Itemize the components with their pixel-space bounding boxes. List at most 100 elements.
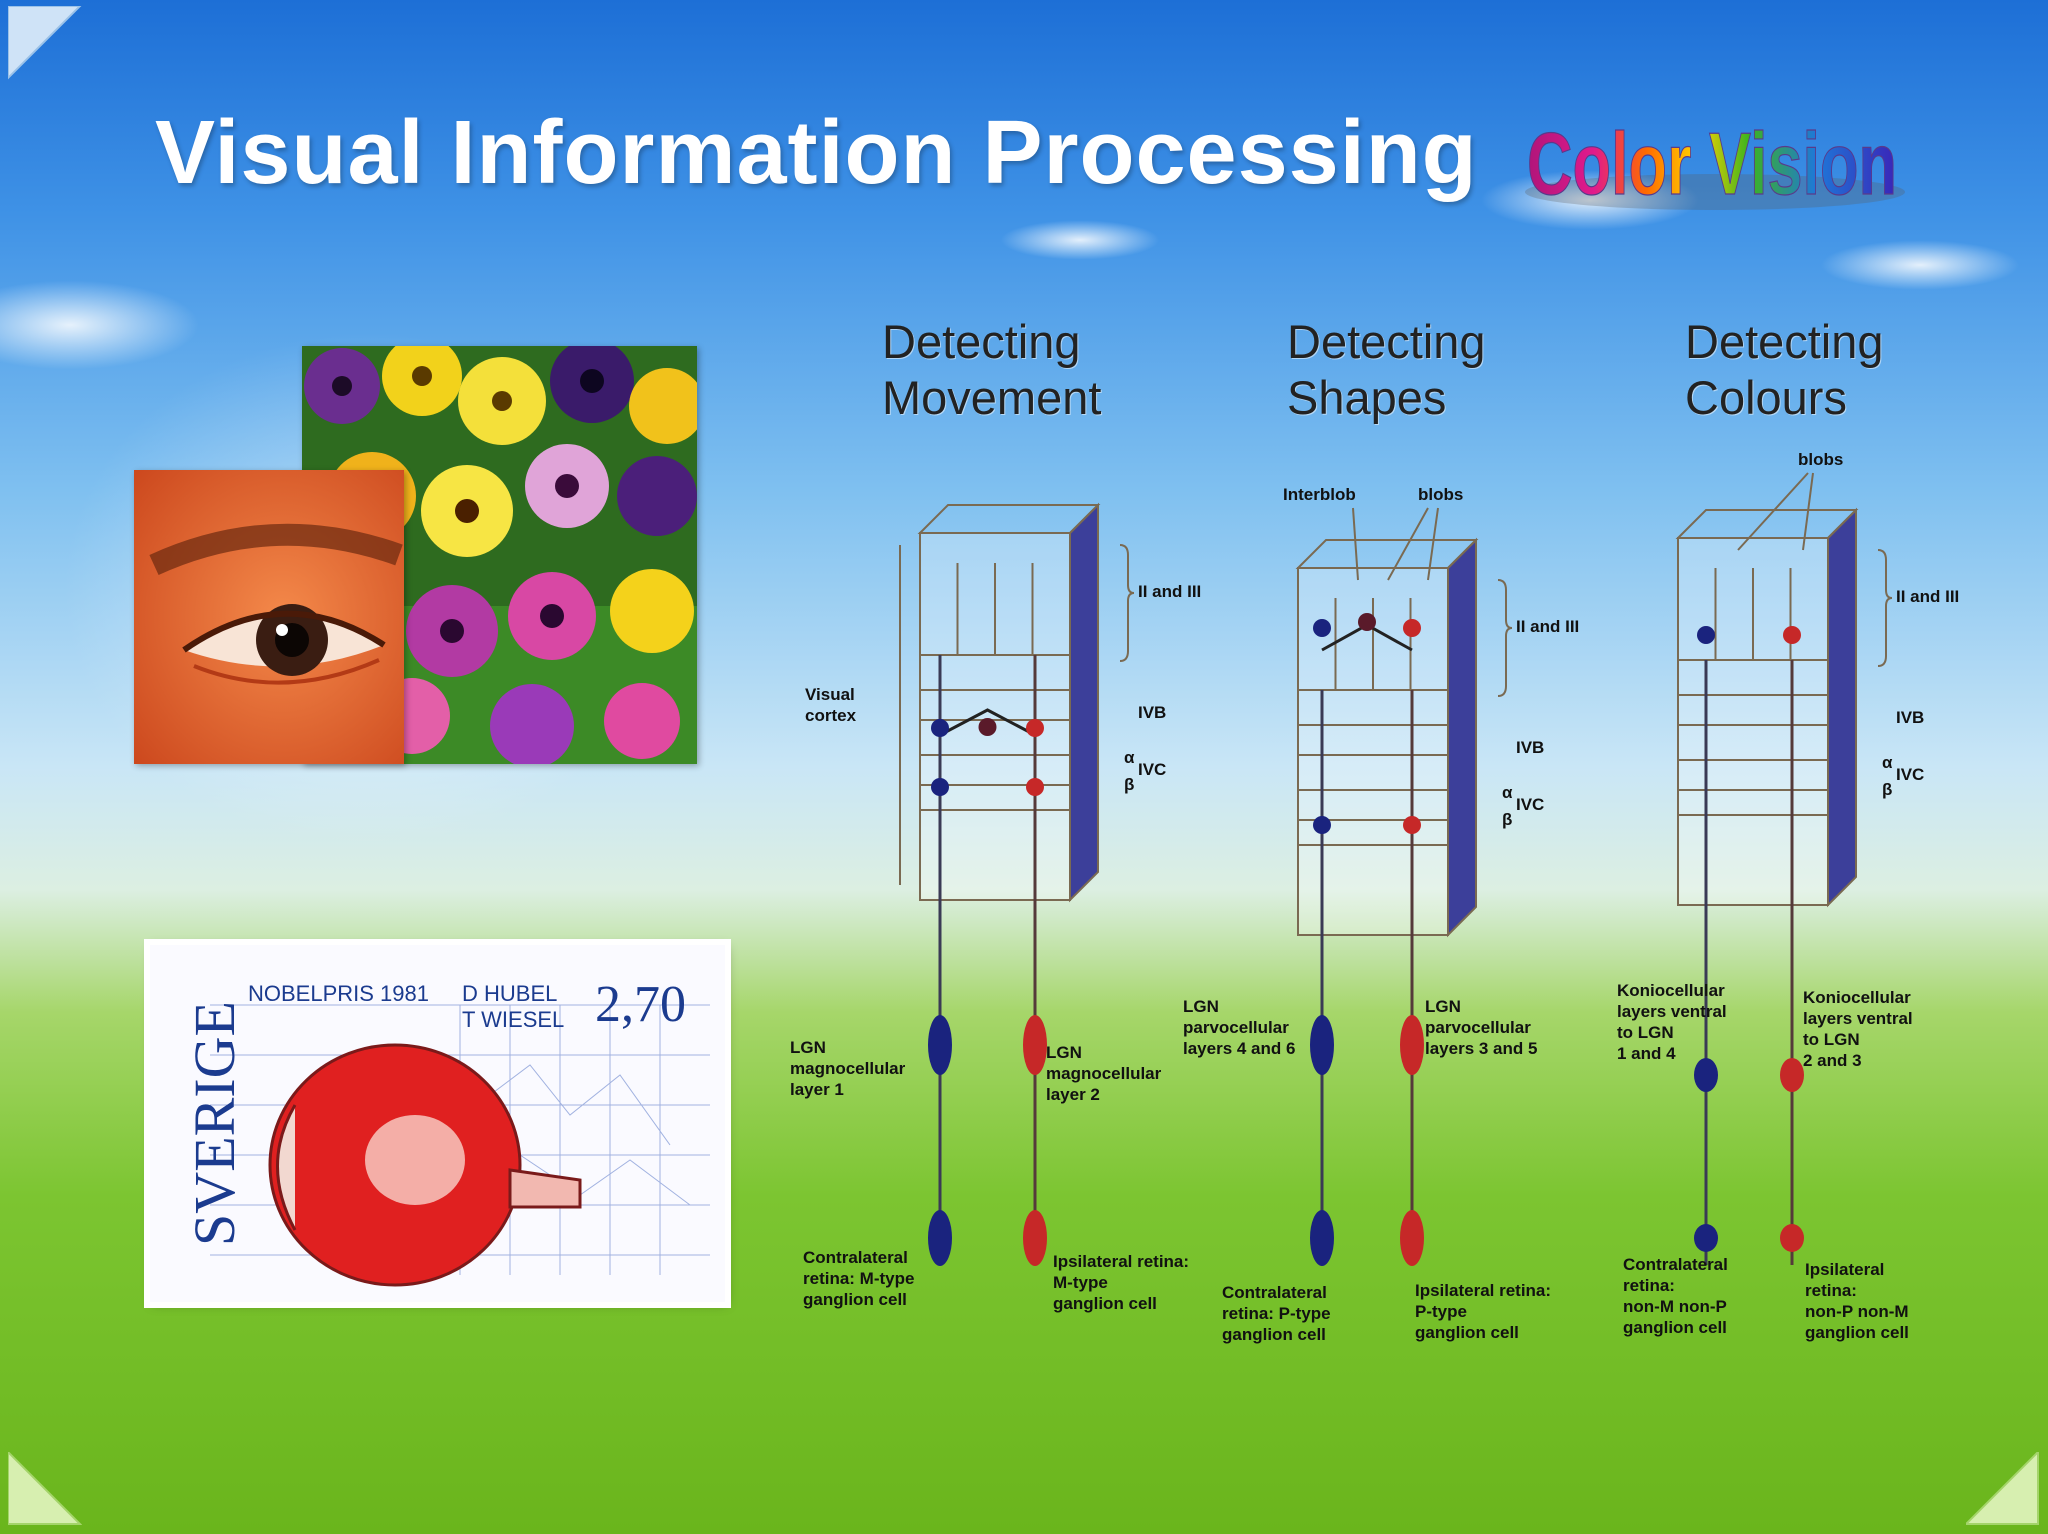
- stamp-laureate-1: D HUBEL: [462, 981, 558, 1006]
- cloud: [0, 280, 200, 370]
- cortex-top-face: [1675, 509, 1859, 539]
- lgn-label-ipsilateral-line: layers ventral: [1803, 1009, 1913, 1028]
- retina-label-contralateral-line: retina: M-type: [803, 1269, 914, 1288]
- heading-line: Detecting: [1287, 315, 1486, 368]
- top-label-blobs: blobs: [1798, 450, 1843, 469]
- alpha-label: α: [1502, 783, 1513, 802]
- layer-label-IVB: IVB: [1896, 708, 1924, 727]
- retina-label-contralateral: Contralateral retina: P-type ganglion cell: [1222, 1283, 1331, 1344]
- heading-line: Movement: [882, 371, 1102, 424]
- slide-title: Visual Information Processing: [155, 103, 1478, 203]
- layer-label-IVB: IVB: [1138, 703, 1166, 722]
- side-label-visual: Visual: [805, 685, 855, 704]
- top-label-pointer: [1352, 507, 1439, 581]
- neuron-binocular: [978, 718, 997, 736]
- cloud: [1480, 170, 1700, 230]
- layer-bracket: [1497, 579, 1513, 697]
- lgn-label-ipsilateral-line: magnocellular: [1046, 1064, 1162, 1083]
- retina-label-ipsilateral-line: Ipsilateral retina:: [1415, 1281, 1551, 1300]
- retina-cell-ipsilateral: [1780, 1224, 1804, 1252]
- retina-label-contralateral-line: ganglion cell: [1222, 1325, 1326, 1344]
- retina-label-contralateral-line: ganglion cell: [1623, 1318, 1727, 1337]
- neuron-contralateral: [1313, 619, 1331, 637]
- retina-label-ipsilateral-line: Ipsilateral: [1805, 1260, 1884, 1279]
- retina-label-ipsilateral-line: ganglion cell: [1415, 1323, 1519, 1342]
- cortex-front-face: [1677, 537, 1829, 906]
- retina-label-contralateral-line: retina: P-type: [1222, 1304, 1331, 1323]
- alpha-label: α: [1124, 748, 1135, 767]
- neuron-ipsilateral: [1026, 719, 1044, 737]
- alpha-label: α: [1882, 753, 1893, 772]
- heading-line: Detecting: [882, 315, 1081, 368]
- lgn-label-ipsilateral-line: layer 2: [1046, 1085, 1100, 1104]
- top-label-interblob: Interblob: [1283, 485, 1356, 504]
- lgn-cell-contralateral: [1694, 1058, 1718, 1092]
- beta-label: β: [1502, 810, 1512, 829]
- lgn-label-contralateral-line: Koniocellular: [1617, 981, 1725, 1000]
- layer-label-II-III: II and III: [1516, 617, 1579, 636]
- side-label-cortex: cortex: [805, 706, 857, 725]
- heading-colours: Detecting Colours: [1685, 314, 1884, 426]
- retina-label-ipsilateral: Ipsilateral retina: P-type ganglion cell: [1415, 1281, 1551, 1342]
- lgn-label-ipsilateral-line: parvocellular: [1425, 1018, 1531, 1037]
- retina-label-ipsilateral-line: P-type: [1415, 1302, 1467, 1321]
- retina-label-ipsilateral-line: ganglion cell: [1053, 1294, 1157, 1313]
- top-label-blobs: blobs: [1418, 485, 1463, 504]
- layer-label-II-III: II and III: [1896, 587, 1959, 606]
- lgn-label-contralateral-line: parvocellular: [1183, 1018, 1289, 1037]
- retina-label-contralateral-line: retina:: [1623, 1276, 1675, 1295]
- cortex-top-face: [1295, 539, 1479, 569]
- heading-line: Detecting: [1685, 315, 1884, 368]
- lgn-label-contralateral: LGN parvocellular layers 4 and 6: [1183, 997, 1295, 1058]
- beta-label: β: [1124, 775, 1134, 794]
- layer-label-II-III: II and III: [1138, 582, 1201, 601]
- neuron-ipsilateral: [1403, 619, 1421, 637]
- retina-cell-ipsilateral: [1023, 1210, 1047, 1266]
- stamp-value: 2,70: [595, 976, 686, 1033]
- cloud: [1000, 220, 1160, 260]
- cortex-side-face: [1069, 502, 1099, 903]
- lgn-label-ipsilateral: LGN magnocellular layer 2: [1046, 1043, 1162, 1104]
- layer-label-IVC: IVC: [1516, 795, 1544, 814]
- retina-label-contralateral-line: Contralateral: [803, 1248, 908, 1267]
- layer-label-IVB: IVB: [1516, 738, 1544, 757]
- layer-bracket: [1877, 549, 1893, 667]
- wordart-text: Color Vision: [1527, 114, 1897, 213]
- lgn-label-contralateral-line: layers 4 and 6: [1183, 1039, 1295, 1058]
- lgn-label-contralateral-line: LGN: [1183, 997, 1219, 1016]
- retina-label-contralateral-line: ganglion cell: [803, 1290, 907, 1309]
- lgn-label-ipsilateral-line: layers 3 and 5: [1425, 1039, 1537, 1058]
- lgn-label-contralateral-line: layers ventral: [1617, 1002, 1727, 1021]
- cloud: [1820, 240, 2020, 290]
- neuron-binocular: [1358, 613, 1376, 631]
- eye-photo: [134, 470, 404, 764]
- retina-cell-ipsilateral: [1400, 1210, 1424, 1266]
- retina-label-ipsilateral-line: non-P non-M: [1805, 1302, 1909, 1321]
- heading-line: Shapes: [1287, 371, 1447, 424]
- neuron-contralateral: [1697, 626, 1715, 644]
- heading-line: Colours: [1685, 371, 1847, 424]
- retina-label-contralateral-line: Contralateral: [1222, 1283, 1327, 1302]
- lgn-label-ipsilateral-line: Koniocellular: [1803, 988, 1911, 1007]
- color-vision-wordart: Color Vision: [1525, 113, 1905, 214]
- retina-cell-contralateral: [1310, 1210, 1334, 1266]
- retina-label-ipsilateral-line: ganglion cell: [1805, 1323, 1909, 1342]
- top-label-pointer: [1737, 472, 1814, 551]
- corner-triangle-top-left: [8, 6, 82, 80]
- lgn-label-ipsilateral-line: LGN: [1046, 1043, 1082, 1062]
- stamp-prize: NOBELPRIS 1981: [248, 981, 429, 1006]
- heading-movement: Detecting Movement: [882, 314, 1101, 426]
- beta-label: β: [1882, 780, 1892, 799]
- neuron-ipsilateral: [1403, 816, 1421, 834]
- stamp-artwork: [210, 1004, 710, 1287]
- lgn-label-contralateral-line: to LGN: [1617, 1023, 1674, 1042]
